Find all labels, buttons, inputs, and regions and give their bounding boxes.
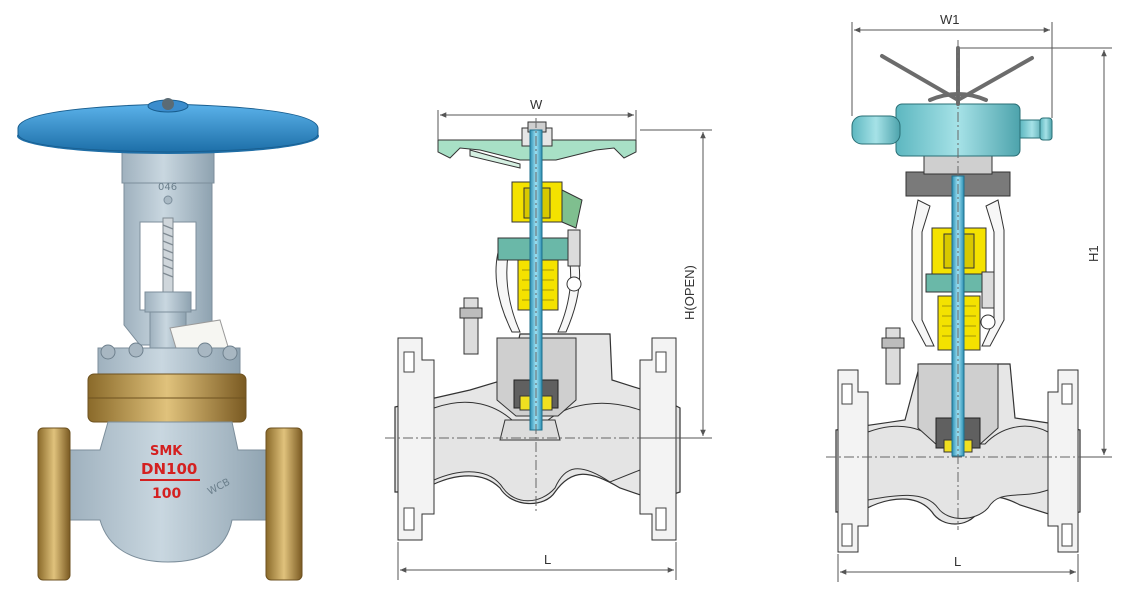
yoke: 046 — [121, 147, 215, 353]
electric-length-label: L — [954, 554, 961, 569]
electric-section-drawing: W1 H1 L — [826, 12, 1112, 582]
bonnet-plate — [97, 347, 241, 375]
manual-height-label: H(OPEN) — [682, 265, 697, 320]
electric-right-flange — [1047, 369, 1079, 553]
right-flange — [265, 427, 303, 581]
actuator-handwheel — [880, 46, 1034, 106]
valve-body — [69, 421, 273, 563]
electric-height-label: H1 — [1086, 245, 1101, 262]
pressure-mark: 100 — [152, 486, 181, 502]
valve-photo: 046 SMK DN100 100 WCB — [17, 98, 319, 581]
manual-left-flange — [397, 337, 435, 541]
bonnet-bolts — [100, 342, 238, 361]
handwheel — [17, 98, 319, 154]
electric-width-label: W1 — [940, 12, 960, 27]
electric-yoke — [911, 199, 935, 347]
manual-width-label: W — [530, 97, 543, 112]
manual-length-label: L — [544, 552, 551, 567]
manual-yoke — [495, 244, 521, 333]
brand-mark: SMK — [150, 444, 183, 459]
cast-mark-top: 046 — [158, 182, 177, 193]
electric-left-flange — [837, 369, 869, 553]
left-flange — [37, 427, 71, 581]
manual-right-flange — [639, 337, 677, 541]
manual-section-drawing: W H(OPEN) L — [385, 97, 712, 580]
size-mark: DN100 — [141, 460, 197, 478]
